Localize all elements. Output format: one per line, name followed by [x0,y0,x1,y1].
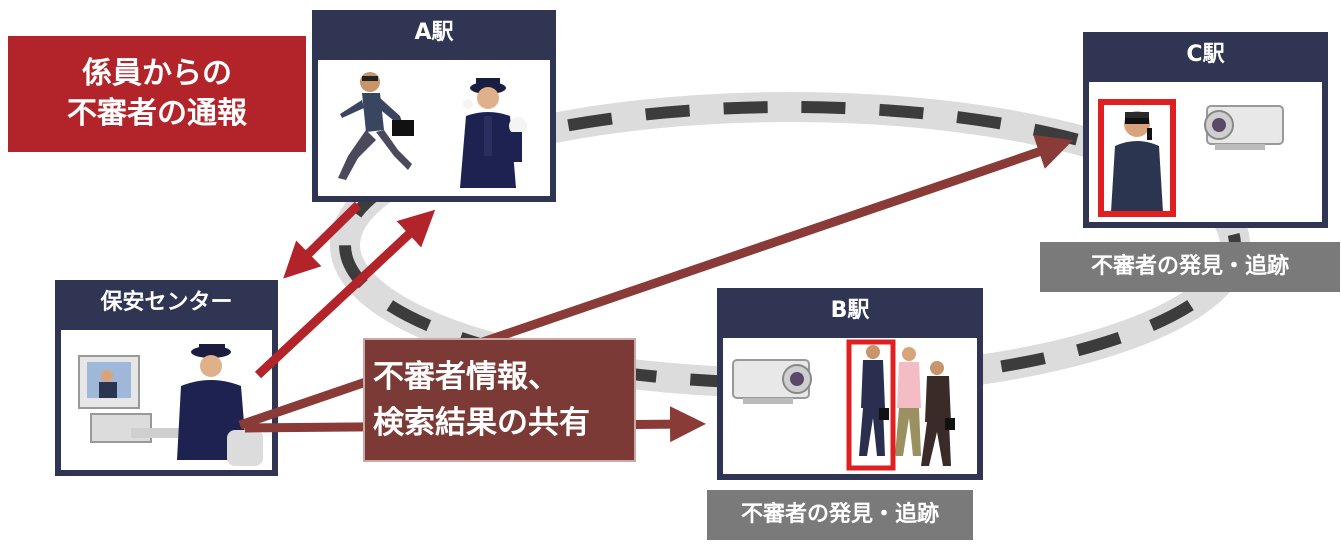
b-detect-tag: 不審者の発見・追跡 [707,490,973,540]
c-detect-tag: 不審者の発見・追跡 [1040,242,1340,292]
security-center: 保安センター [55,280,278,476]
passenger-icon [895,347,921,456]
share-line2: 検索結果の共有 [373,405,590,441]
share-callout: 不審者情報、 検索結果の共有 [363,338,636,462]
operator-icon [177,344,263,466]
report-callout: 係員からの 不審者の通報 [8,36,306,152]
suspect-highlight-box [846,339,896,471]
station-b-title: B駅 [830,298,870,323]
suspect-phone-icon [1111,111,1163,212]
passenger-icon [921,361,955,466]
arrow-a-to-center [283,201,362,279]
station-c-scene [1089,82,1322,222]
security-center-title: 保安センター [100,290,233,315]
report-line2: 不審者の通報 [67,96,247,131]
station-a-scene [318,60,550,196]
report-line1: 係員からの [82,56,232,91]
station-a-title: A駅 [414,20,454,45]
security-camera-icon [1204,105,1284,150]
arrow-center-to-a [254,209,436,379]
station-a: A駅 [312,10,556,202]
station-c-title: C駅 [1186,42,1225,67]
security-camera-icon [732,359,812,404]
station-b: B駅 [717,288,983,480]
station-b-scene [723,338,977,474]
computer-monitor-icon [78,355,201,443]
share-line1: 不審者情報、 [373,359,559,395]
running-suspect-icon [338,72,414,180]
suspect-walking-icon [859,345,889,456]
station-attendant-icon [460,78,527,188]
station-c: C駅 [1083,32,1328,228]
suspect-highlight-box [1098,99,1176,217]
security-center-scene [61,330,272,470]
